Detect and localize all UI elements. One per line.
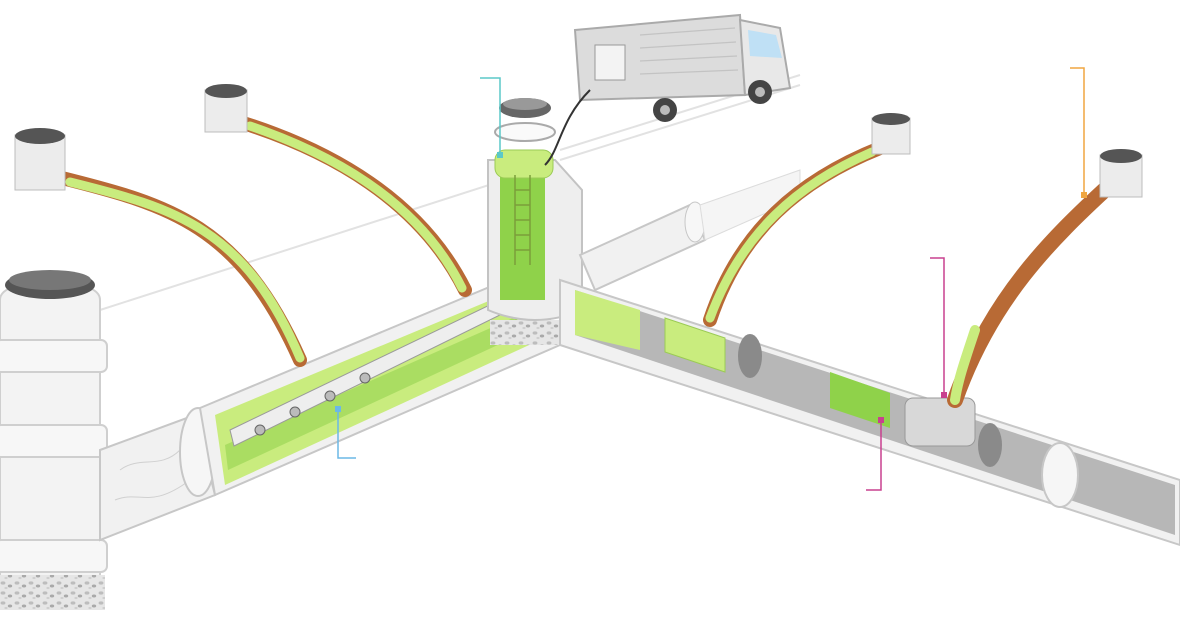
host-pipe-left — [99, 407, 217, 542]
host-pipe-right — [559, 278, 1180, 547]
cleanout-risers — [14, 84, 1143, 198]
service-truck — [544, 13, 792, 166]
laterals — [55, 115, 1118, 408]
robot-cutter-callout — [866, 420, 882, 491]
lateral-pipe-callout — [1070, 67, 1085, 195]
callouts — [335, 67, 1087, 491]
left-manhole — [0, 270, 108, 610]
main-pipe-lined — [198, 268, 562, 497]
lateral-connection-callout — [930, 257, 945, 395]
main-liner-callout — [337, 410, 356, 459]
center-manhole — [487, 98, 585, 345]
host-pipe-back — [578, 169, 801, 292]
manhole-liner-callout — [480, 77, 501, 155]
